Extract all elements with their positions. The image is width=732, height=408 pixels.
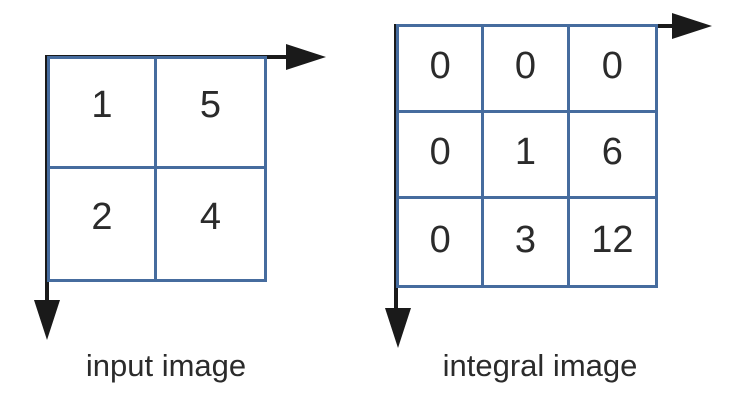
integral-x-axis-arrowhead-icon — [672, 13, 712, 39]
input-cell-r0c0: 1 — [50, 59, 157, 169]
integral-cell-r1c2: 6 — [569, 113, 655, 199]
integral-cell-r2c2: 12 — [591, 218, 634, 261]
input-x-axis-arrowhead-icon — [286, 44, 326, 70]
integral-cell-r1c1: 1 — [484, 113, 570, 199]
integral-cell-r0c0: 0 — [399, 27, 485, 113]
input-cell-r0c1: 5 — [157, 59, 264, 169]
input-cell-r1c1: 4 — [199, 195, 222, 238]
integral-image-label: integral image — [442, 348, 638, 383]
integral-cell-r2c0: 0 — [399, 199, 485, 285]
input-y-axis-arrowhead-icon — [34, 300, 60, 340]
integral-cell-r0c1: 0 — [484, 27, 570, 113]
integral-y-axis-arrowhead-icon — [385, 308, 411, 348]
input-image-label: input image — [85, 348, 247, 383]
input-cell-r1c0: 2 — [50, 169, 157, 279]
integral-cell-r2c1: 3 — [484, 199, 570, 285]
integral-cell-r1c0: 0 — [399, 113, 485, 199]
integral-cell-r0c2: 0 — [569, 27, 655, 113]
